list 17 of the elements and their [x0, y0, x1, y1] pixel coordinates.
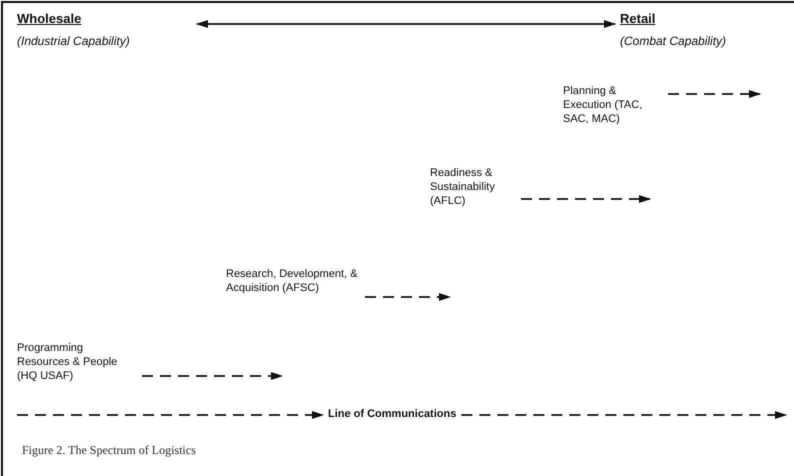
heading-text: Retail [620, 12, 656, 26]
subheading-text: (Combat Capability) [620, 34, 728, 48]
stage-label: Readiness & Sustainability (AFLC) [430, 166, 516, 208]
dashed-arrow [521, 195, 651, 203]
dashed-arrow [365, 293, 451, 301]
stage-label: Programming Resources & People (HQ USAF) [17, 341, 137, 383]
heading-text: Wholesale [17, 12, 82, 26]
dashed-arrow [668, 90, 761, 98]
figure-caption: Figure 2. The Spectrum of Logistics [22, 443, 196, 458]
double-headed-arrow [196, 20, 616, 28]
dashed-arrow [17, 411, 324, 419]
stage-label: Planning & Execution (TAC, SAC, MAC) [563, 84, 663, 126]
stage-label: Research, Development, & Acquisition (AFSC) [226, 267, 360, 295]
line-label: Line of Communications [328, 407, 456, 421]
subheading-text: (Industrial Capability) [17, 34, 131, 48]
dashed-arrow [142, 372, 283, 380]
dashed-arrow [461, 411, 787, 419]
